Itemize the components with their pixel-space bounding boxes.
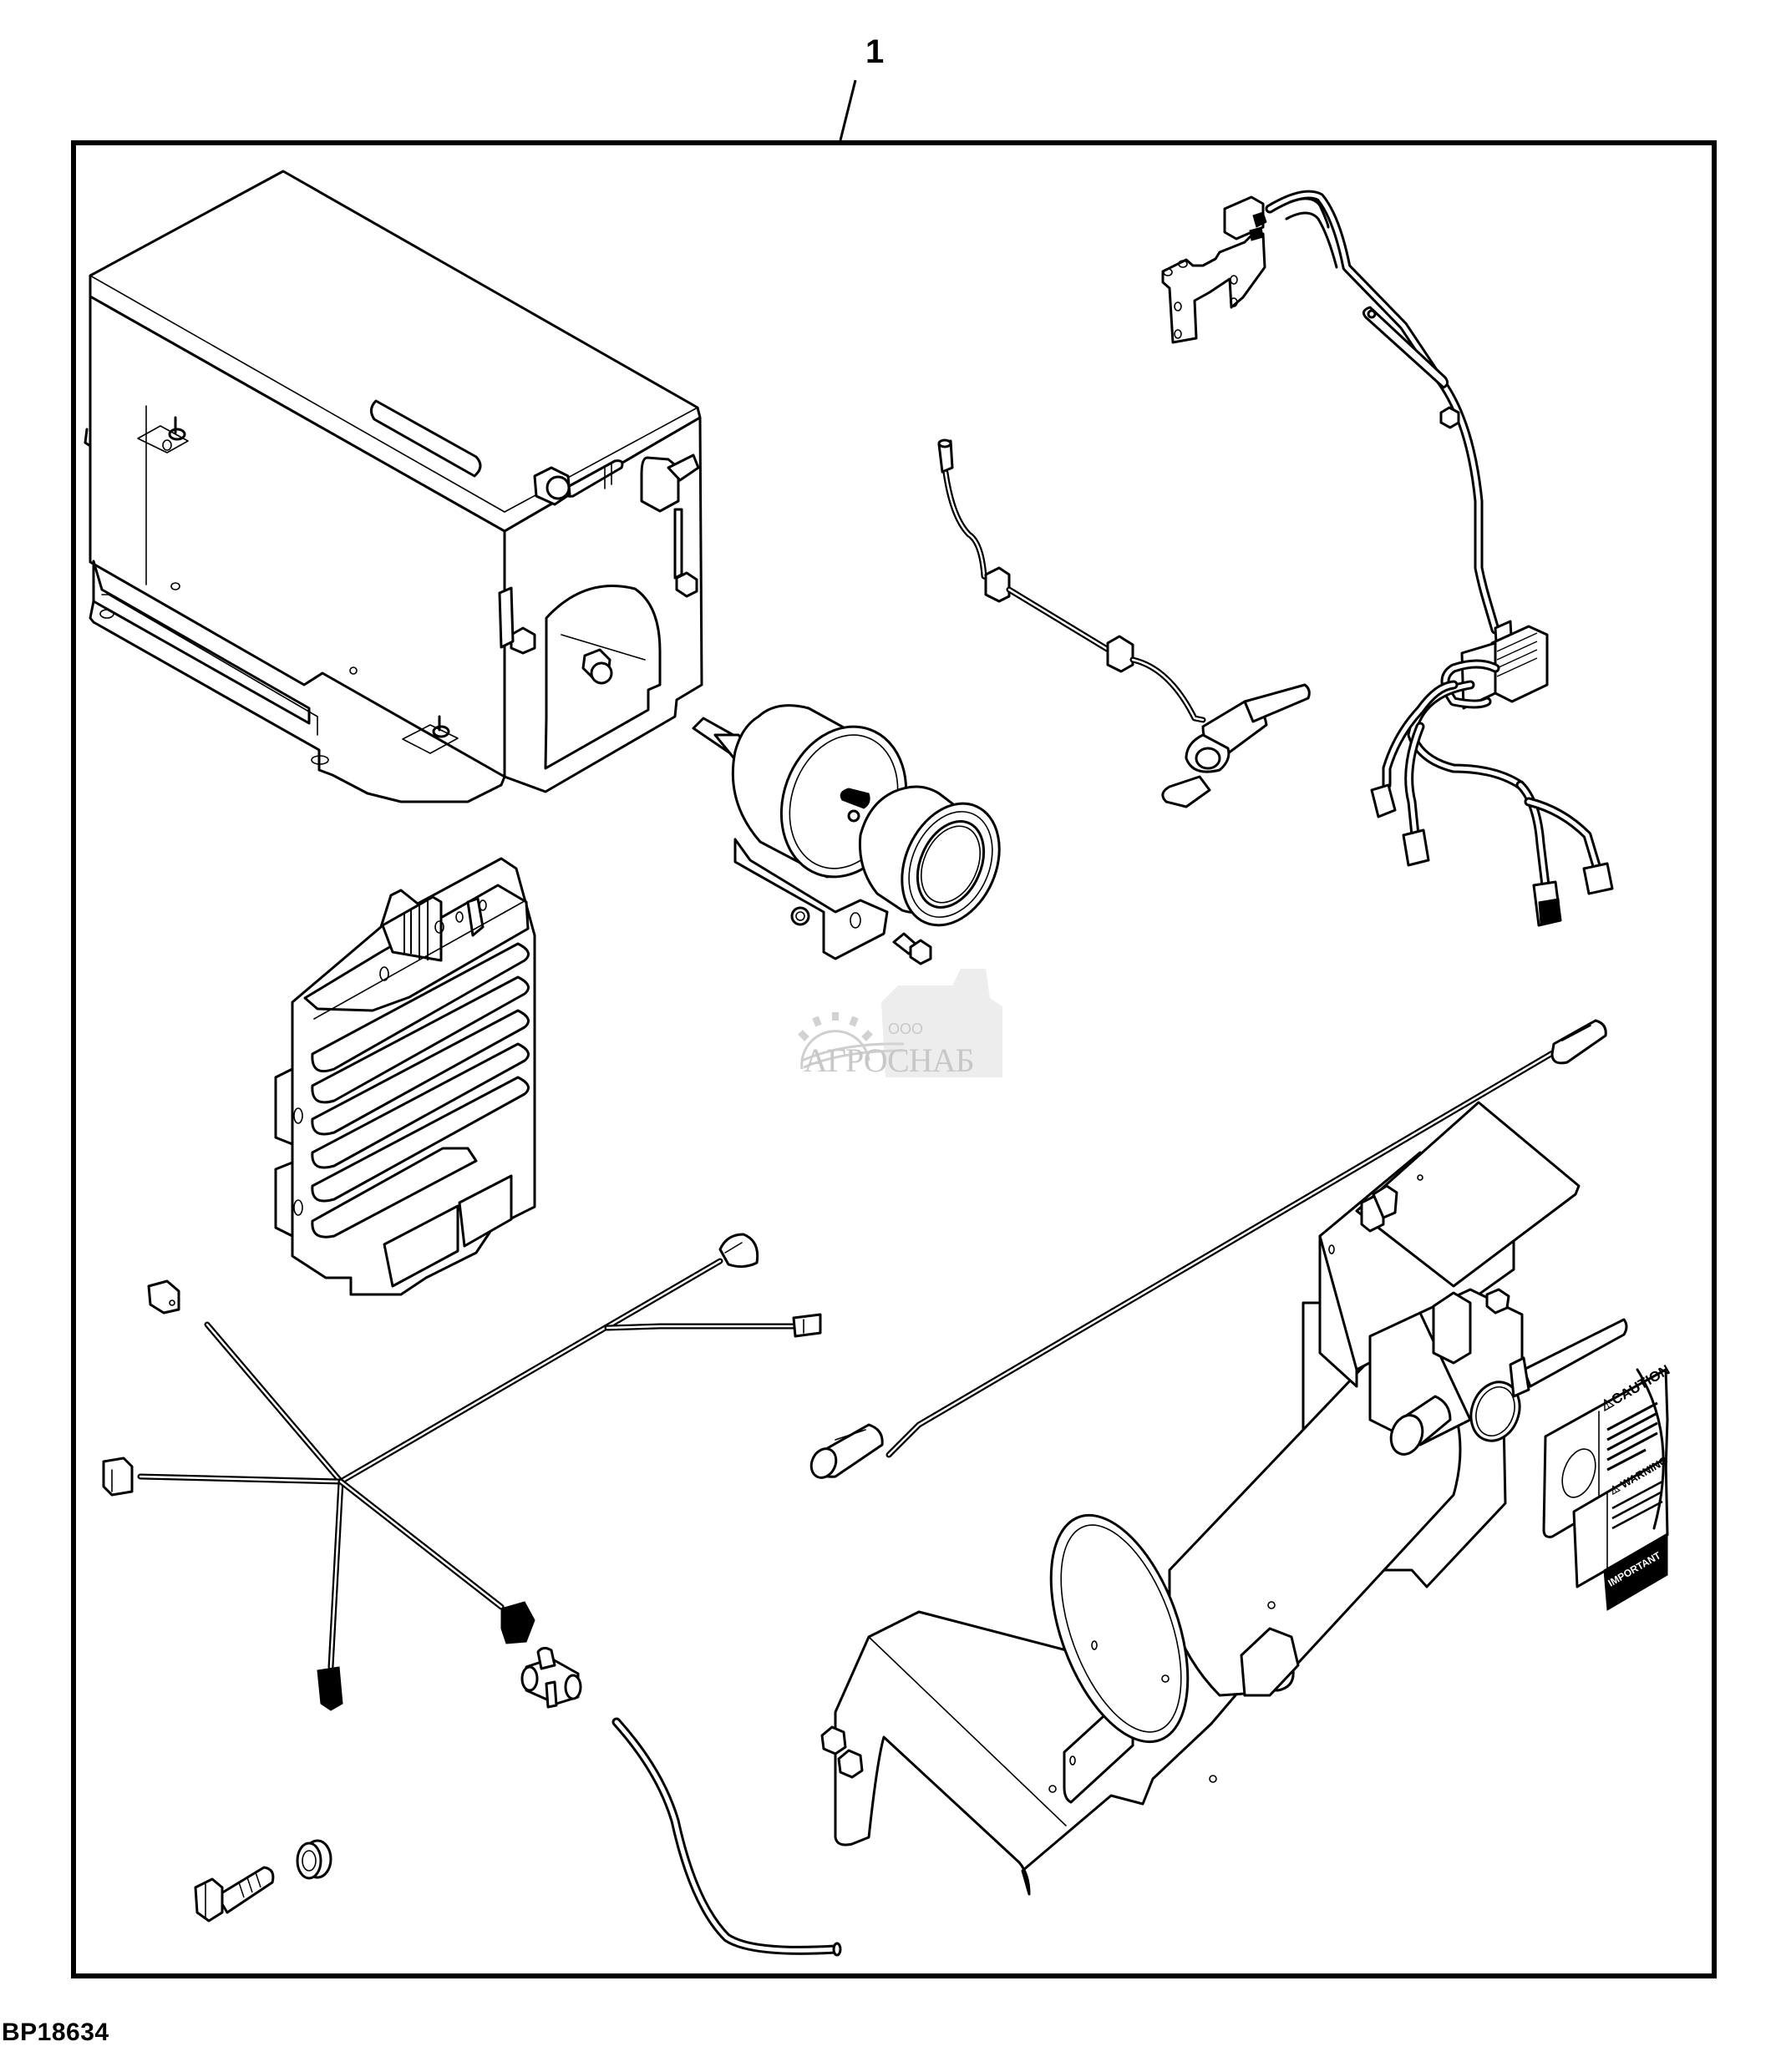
sensor-cable-assembly (937, 438, 1311, 808)
hex-bolt (837, 1749, 864, 1779)
grommet (296, 1839, 332, 1880)
diagram-frame (71, 140, 1717, 1978)
stud-nut (402, 715, 459, 754)
caution-decal: ⚠CAUTION (1542, 1362, 1672, 1538)
electronic-control-unit (274, 857, 536, 1296)
flange-bolt (194, 1866, 275, 1923)
watermark-prefix: ООО (888, 1021, 924, 1037)
callout-number: 1 (865, 33, 885, 70)
hose (611, 1717, 842, 1957)
watermark-logo (798, 969, 1002, 1077)
harness-connector (718, 1233, 759, 1269)
stud-nut (137, 416, 189, 453)
branch-wiring-harness (102, 1233, 822, 1711)
harness-connector (500, 1601, 535, 1644)
harness-connector (792, 1313, 822, 1338)
cap-screw (892, 932, 932, 965)
extension-cable (809, 1019, 1607, 1479)
harness-connector (317, 1666, 343, 1711)
main-wiring-harness-with-bracket (1161, 190, 1614, 927)
ecu-cooling-fins (311, 901, 530, 1239)
fitting-nut (581, 648, 613, 685)
tee-fitting (520, 1646, 582, 1709)
tank-pump-assembly: ⚠CAUTION ⚠ WARNING IMPORTANT (820, 1101, 1672, 1896)
hex-bolt (820, 1725, 847, 1755)
callout-leader-line (839, 79, 857, 141)
hex-nut (790, 906, 810, 926)
watermark-text: АГРОСНАБ (804, 1041, 975, 1079)
harness-connector (147, 1279, 180, 1315)
fitting-nut (533, 466, 571, 506)
battery-box-enclosure (84, 170, 703, 803)
harness-connector (102, 1456, 134, 1497)
filter-canister-with-bracket (692, 704, 1001, 965)
important-decal: IMPORTANT (1603, 1532, 1668, 1611)
figure-id: BP18634 (2, 2019, 109, 2046)
